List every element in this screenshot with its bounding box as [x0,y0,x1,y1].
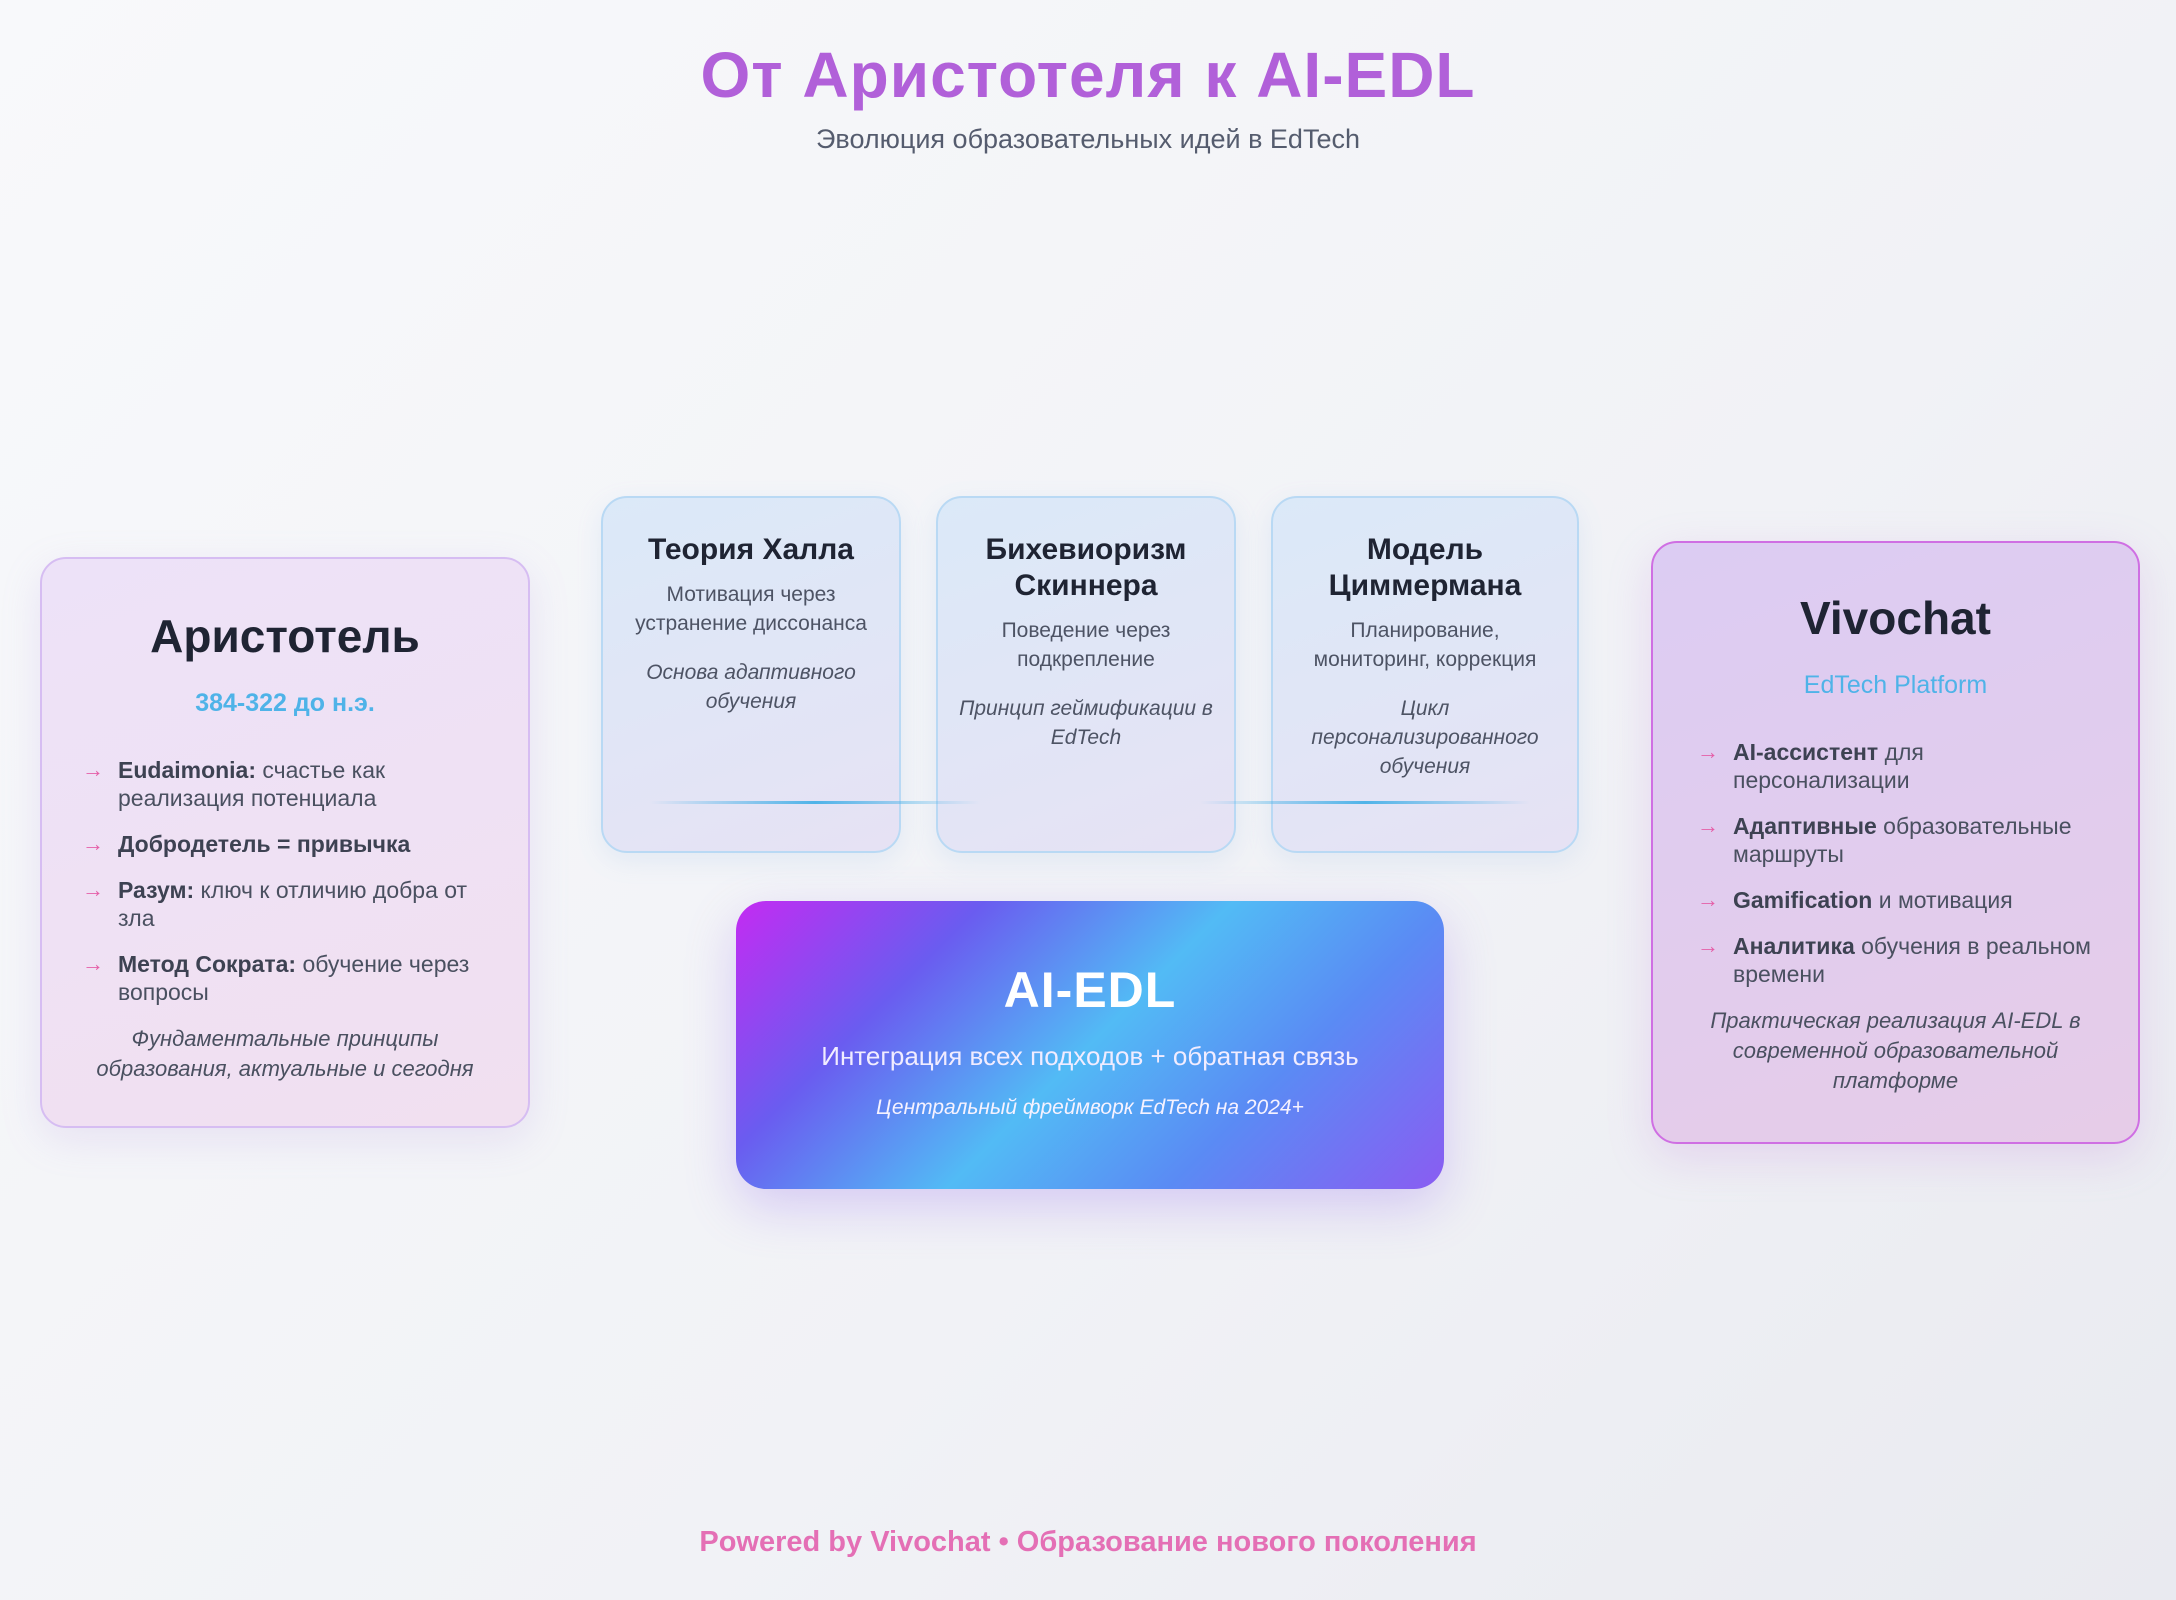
point-bold: Адаптивные [1733,813,1877,839]
point-text: для персонализации [1733,739,1924,793]
theory-title: Модель Циммермана [1328,533,1522,602]
arrow-right-icon: → [82,757,104,782]
aristotle-title: Аристотель [150,610,420,662]
point-bold: Gamification [1733,887,1873,913]
page-title: От Аристотеля к AI-EDL [700,39,1476,111]
vivochat-point: → Адаптивные образовательные маршруты [1697,812,2094,868]
vivochat-tag: EdTech Platform [1803,671,1988,699]
theory-card-skinner: Бихевиоризм Скиннера Поведение через под… [936,496,1236,853]
arrow-right-icon: → [1697,813,1719,838]
theory-title: Бихевиоризм Скиннера [985,533,1187,602]
vivochat-title: Vivochat [1800,592,1991,644]
point-text: и мотивация [1872,887,2013,913]
point-bold: AI-ассистент [1733,739,1879,765]
theory-description: Поведение через подкрепление [1001,619,1171,671]
theory-note: Принцип геймификации в EdTech [959,697,1213,749]
aristotle-point: → Добродетель = привычка [82,830,488,858]
arrow-right-icon: → [82,951,104,976]
point-text: обучения в реальном времени [1733,933,2091,987]
theory-description: Мотивация через устранение диссонанса [635,583,867,635]
theory-title: Теория Халла [648,533,854,566]
point-bold: Метод Сократа: [118,951,297,977]
connector-line [650,801,980,804]
aristotle-card: Аристотель 384-322 до н.э. → Eudaimonia: … [40,557,530,1128]
theory-card-hull: Теория Халла Мотивация через устранение … [601,496,901,853]
arrow-right-icon: → [1697,739,1719,764]
point-bold: Разум: [118,877,195,903]
vivochat-point: → AI-ассистент для персонализации [1697,738,2094,794]
point-text: обучение через вопросы [118,951,470,1005]
point-text: образовательные маршруты [1733,813,2072,867]
arrow-right-icon: → [1697,887,1719,912]
aristotle-points: → Eudaimonia: счастье как реализация поте… [82,756,488,1006]
aristotle-point: → Разум: ключ к отличию добра от зла [82,876,488,932]
aristotle-dates: 384-322 до н.э. [195,689,375,717]
theory-note: Цикл персонализированного обучения [1311,697,1539,778]
point-text: ключ к отличию добра от зла [118,877,468,931]
point-bold: Eudaimonia: [118,757,257,783]
point-bold: Аналитика [1733,933,1855,959]
aiedl-title: AI-EDL [1003,962,1177,1018]
aiedl-note: Центральный фреймворк EdTech на 2024+ [876,1096,1304,1119]
arrow-right-icon: → [82,877,104,902]
footer-tagline: Powered by Vivochat • Образование нового… [699,1526,1477,1558]
arrow-right-icon: → [1697,933,1719,958]
aristotle-note: Фундаментальные принципы образования, ак… [96,1026,474,1081]
vivochat-note: Практическая реализация AI-EDL в совреме… [1710,1008,2081,1093]
page-subtitle: Эволюция образовательных идей в EdTech [816,124,1360,154]
aiedl-card: AI-EDL Интеграция всех подходов + обратн… [736,901,1444,1189]
theory-card-zimmerman: Модель Циммермана Планирование, монитори… [1271,496,1579,853]
aristotle-point: → Eudaimonia: счастье как реализация поте… [82,756,488,812]
point-bold: Добродетель = привычка [118,831,411,857]
theory-description: Планирование, мониторинг, коррекция [1313,619,1537,671]
arrow-right-icon: → [82,831,104,856]
vivochat-points: → AI-ассистент для персонализации → Адапти… [1697,738,2094,988]
vivochat-card: Vivochat EdTech Platform → AI-ассистент д… [1651,541,2140,1144]
connector-line [1200,801,1530,804]
vivochat-point: → Gamification и мотивация [1697,886,2094,914]
vivochat-point: → Аналитика обучения в реальном времени [1697,932,2094,988]
aristotle-point: → Метод Сократа: обучение через вопросы [82,950,488,1006]
aiedl-subtitle: Интеграция всех подходов + обратная связ… [821,1041,1359,1071]
theory-note: Основа адаптивного обучения [646,661,856,713]
point-text: счастье как реализация потенциала [118,757,386,811]
